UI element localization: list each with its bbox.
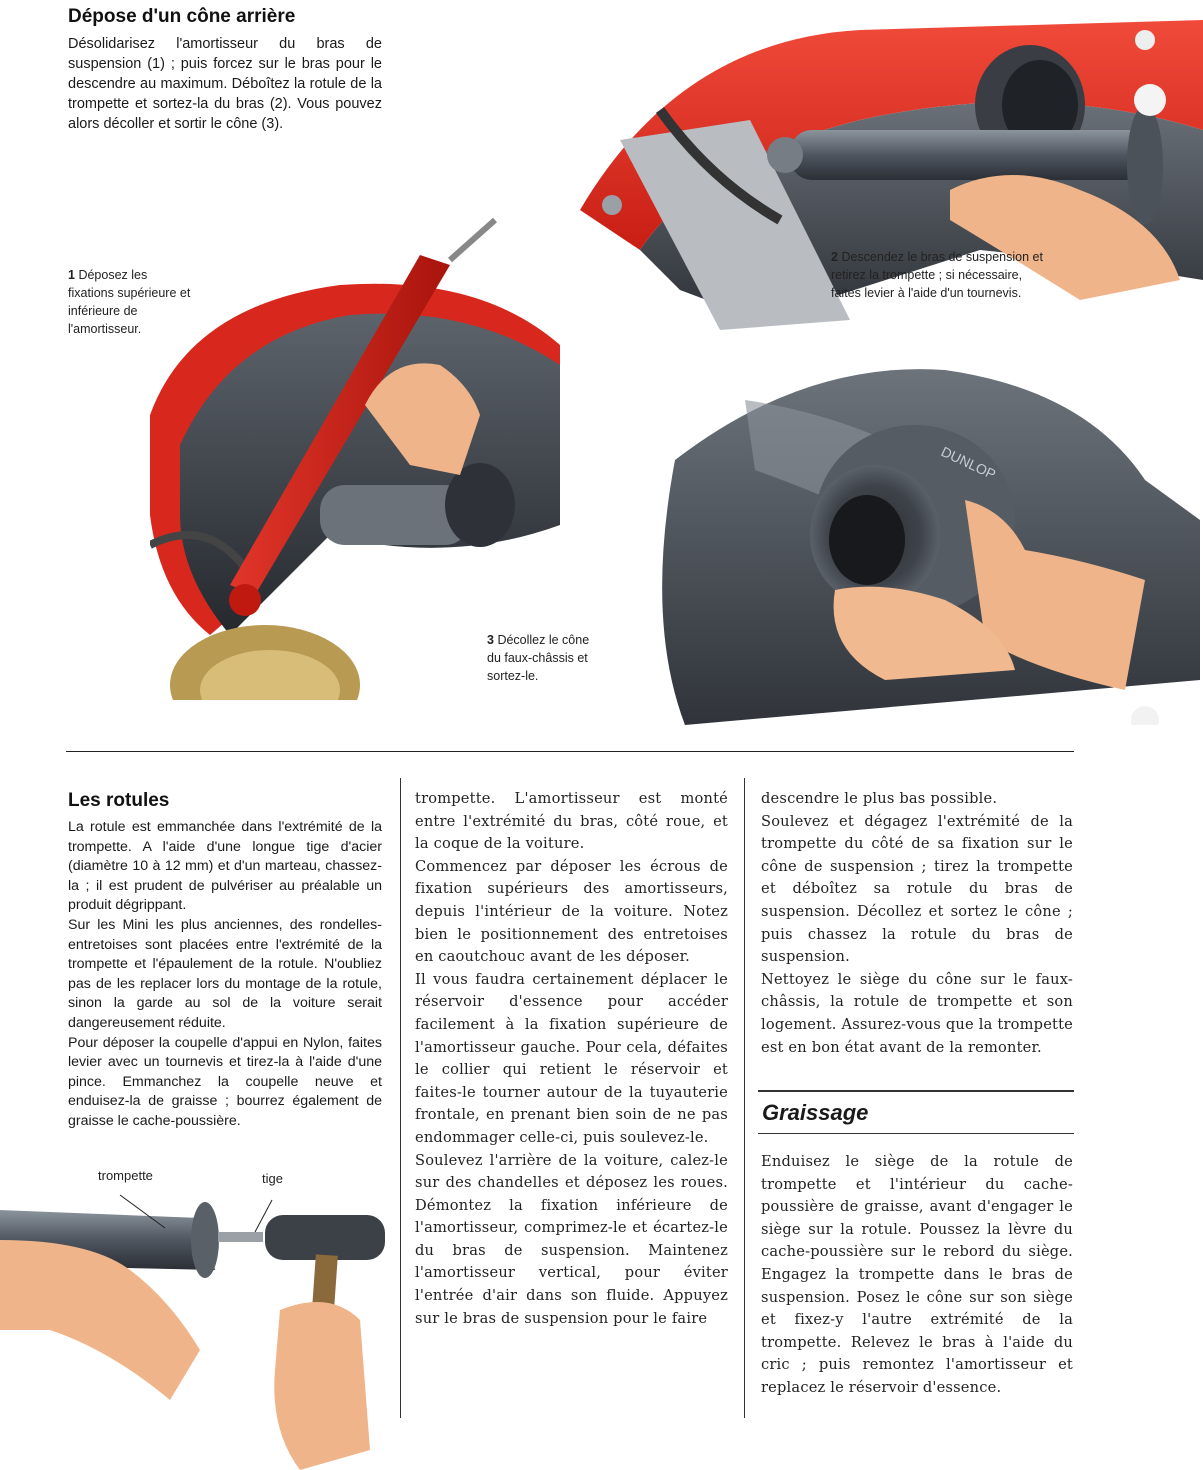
caption-1-text: Déposez les fixations supérieure et infé… <box>68 268 191 336</box>
rotules-paragraph-1: La rotule est emmanchée dans l'extrémité… <box>68 819 382 914</box>
graissage-paragraph-1: Enduisez le siège de la rotule de trompe… <box>761 1153 1073 1396</box>
section-divider <box>66 751 1074 752</box>
caption-3-number: 3 <box>487 633 494 647</box>
illustration-cone-removal: DUNLOP <box>662 369 1200 725</box>
right-paragraph-3: Nettoyez le siège du cône sur le faux-ch… <box>761 970 1073 1056</box>
middle-paragraph-2: Commencez par déposer les écrous de fixa… <box>415 857 728 966</box>
label-trompette: trompette <box>98 1168 153 1183</box>
caption-1: 1 Déposez les fixations supérieure et in… <box>68 266 196 338</box>
middle-column-body: trompette. L'amortisseur est monté entre… <box>415 788 728 1330</box>
heading-les-rotules: Les rotules <box>68 790 170 811</box>
caption-3: 3 Décollez le cône du faux-châssis et so… <box>487 631 605 685</box>
graissage-rule-bottom <box>758 1133 1074 1134</box>
caption-2-text: Descendez le bras de suspension et retir… <box>831 250 1043 300</box>
section-title-depose-cone: Dépose d'un cône arrière <box>68 6 296 27</box>
rotules-body: La rotule est emmanchée dans l'extrémité… <box>68 818 382 1132</box>
illustration-shock-absorber <box>150 217 560 700</box>
rotules-paragraph-3: Pour déposer la coupelle d'appui en Nylo… <box>68 1034 382 1129</box>
middle-paragraph-1: trompette. L'amortisseur est monté entre… <box>415 790 728 853</box>
graissage-rule-top <box>758 1090 1074 1092</box>
middle-paragraph-3: Il vous faudra certainement déplacer le … <box>415 970 728 1146</box>
caption-2: 2 Descendez le bras de suspension et ret… <box>831 248 1051 302</box>
label-tige: tige <box>262 1171 283 1186</box>
middle-paragraph-4: Soulevez l'arrière de la voiture, calez-… <box>415 1151 728 1327</box>
intro-paragraph: Désolidarisez l'amortisseur du bras de s… <box>68 36 382 132</box>
right-paragraph-1: descendre le plus bas possible. <box>761 790 998 807</box>
caption-1-number: 1 <box>68 268 75 282</box>
illustration-trompette-removal <box>580 20 1203 330</box>
right-paragraph-2: Soulevez et dégagez l'extrémité de la tr… <box>761 812 1073 966</box>
right-column-body: descendre le plus bas possible. Soulevez… <box>761 788 1073 1059</box>
column-separator-right <box>744 778 745 1418</box>
column-separator-left <box>400 778 401 1418</box>
rotules-paragraph-2: Sur les Mini les plus anciennes, des ron… <box>68 916 382 1031</box>
graissage-body: Enduisez le siège de la rotule de trompe… <box>761 1151 1073 1400</box>
caption-3-text: Décollez le cône du faux-châssis et sort… <box>487 633 590 683</box>
heading-graissage: Graissage <box>762 1100 869 1125</box>
caption-2-number: 2 <box>831 250 838 264</box>
illustration-trompette-tige-hammer <box>0 1194 385 1470</box>
